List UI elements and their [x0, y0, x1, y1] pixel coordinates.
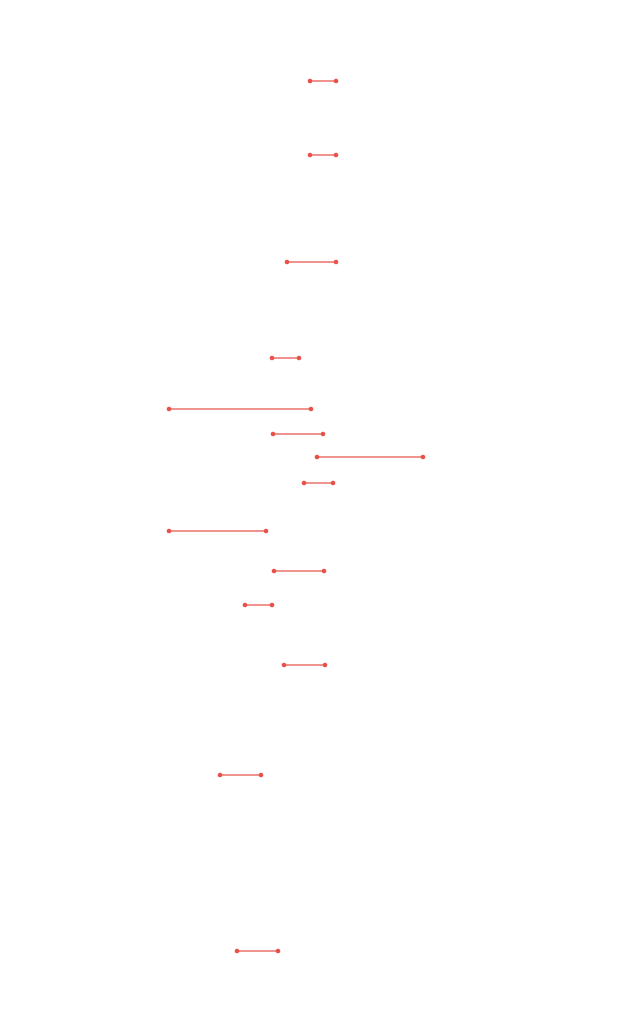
dumbbell-end-point-10 — [269, 602, 275, 608]
dumbbell-start-point-4 — [166, 406, 172, 412]
dumbbell-start-point-8 — [166, 528, 172, 534]
dumbbell-8 — [166, 528, 269, 534]
dumbbell-start-point-5 — [270, 431, 276, 437]
dumbbell-end-point-13 — [275, 948, 281, 954]
dumbbell-start-point-10 — [242, 602, 248, 608]
dumbbell-end-point-6 — [420, 454, 426, 460]
dumbbell-end-point-0 — [333, 78, 339, 84]
dumbbell-5 — [270, 431, 326, 437]
dumbbell-12 — [217, 772, 264, 778]
dumbbell-end-point-5 — [320, 431, 326, 437]
dumbbell-3 — [269, 355, 302, 361]
dumbbell-11 — [281, 662, 328, 668]
dumbbell-start-point-12 — [217, 772, 223, 778]
dumbbell-2 — [284, 259, 339, 265]
dumbbell-1 — [307, 152, 339, 158]
dumbbell-0 — [307, 78, 339, 84]
dumbbell-start-point-0 — [307, 78, 313, 84]
dumbbell-start-point-7 — [301, 480, 307, 486]
dumbbell-start-point-6 — [314, 454, 320, 460]
dumbbell-7 — [301, 480, 336, 486]
dumbbell-start-point-11 — [281, 662, 287, 668]
dumbbell-start-point-3 — [269, 355, 275, 361]
chart-marks — [166, 78, 426, 954]
dumbbell-start-point-2 — [284, 259, 290, 265]
dumbbell-end-point-9 — [321, 568, 327, 574]
dumbbell-end-point-3 — [296, 355, 302, 361]
dumbbell-end-point-4 — [308, 406, 314, 412]
dumbbell-start-point-1 — [307, 152, 313, 158]
dumbbell-end-point-7 — [330, 480, 336, 486]
dumbbell-end-point-8 — [263, 528, 269, 534]
dumbbell-start-point-13 — [234, 948, 240, 954]
dumbbell-end-point-2 — [333, 259, 339, 265]
dumbbell-end-point-12 — [258, 772, 264, 778]
dumbbell-4 — [166, 406, 314, 412]
dumbbell-end-point-11 — [322, 662, 328, 668]
dumbbell-6 — [314, 454, 426, 460]
dumbbell-end-point-1 — [333, 152, 339, 158]
dumbbell-9 — [271, 568, 327, 574]
dumbbell-start-point-9 — [271, 568, 277, 574]
dumbbell-13 — [234, 948, 281, 954]
dumbbell-10 — [242, 602, 275, 608]
